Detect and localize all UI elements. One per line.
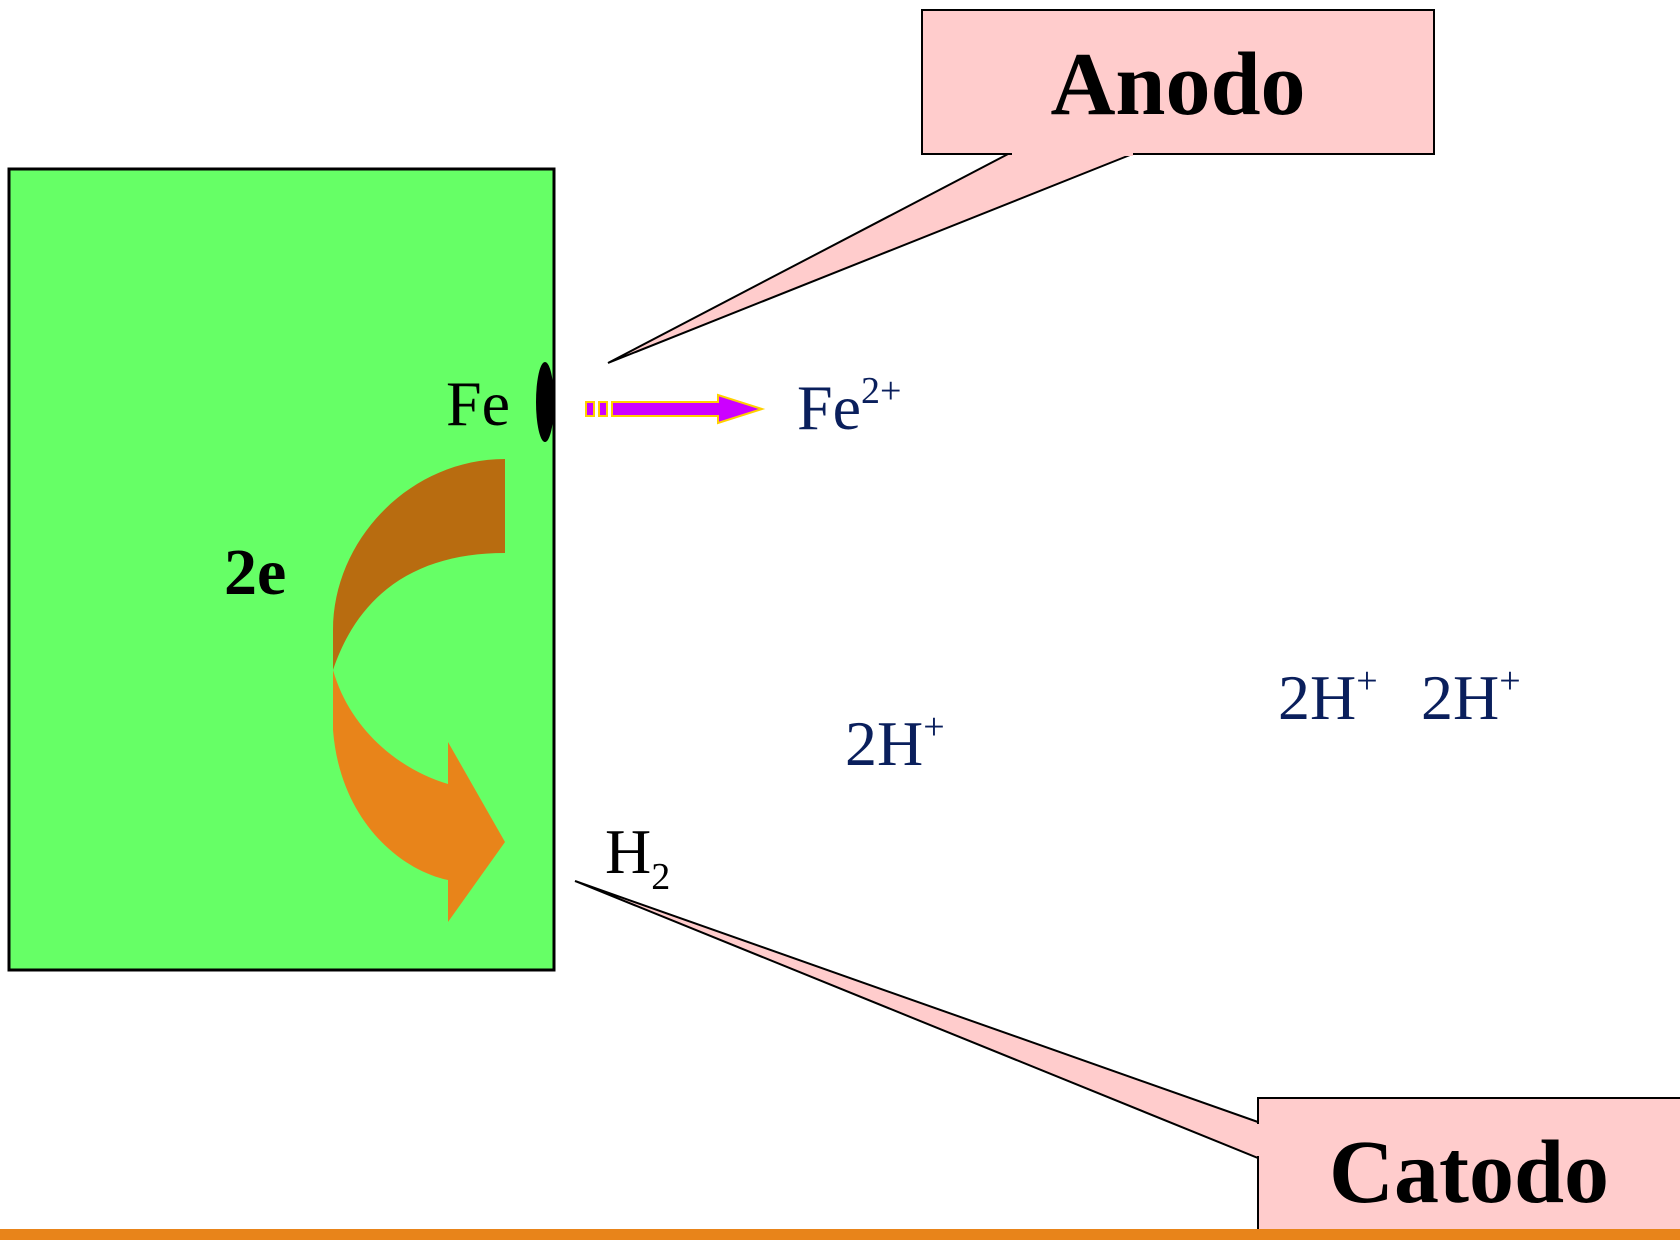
fe-ion-label: Fe2+ bbox=[797, 372, 901, 440]
curved-arrow-icon bbox=[333, 459, 505, 922]
proton-b-charge: + bbox=[1356, 660, 1378, 702]
fe-ion-charge: 2+ bbox=[861, 370, 902, 412]
h2-base: H bbox=[605, 816, 652, 887]
cathode-callout-box bbox=[1257, 1097, 1680, 1240]
cathode-callout-pointer bbox=[574, 880, 1259, 1160]
proton-label-c: 2H+ bbox=[1421, 662, 1521, 730]
proton-a-charge: + bbox=[923, 706, 945, 748]
proton-b-base: 2H bbox=[1278, 662, 1357, 733]
proton-c-charge: + bbox=[1499, 660, 1521, 702]
fe-ion-base: Fe bbox=[797, 372, 861, 443]
anode-callout-label: Anodo bbox=[1050, 35, 1306, 134]
h2-label: H2 bbox=[605, 820, 671, 898]
electrons-label: 2e bbox=[224, 536, 287, 609]
cathode-callout-label: Catodo bbox=[1328, 1123, 1610, 1222]
right-arrow-icon bbox=[585, 393, 766, 425]
proton-label-a: 2H+ bbox=[845, 708, 945, 776]
anode-callout-box bbox=[921, 9, 1435, 155]
proton-a-base: 2H bbox=[845, 708, 924, 779]
bottom-bar bbox=[0, 1229, 1680, 1240]
h2-subscript: 2 bbox=[651, 856, 671, 898]
proton-label-b: 2H+ bbox=[1278, 662, 1378, 730]
fe-metal-label: Fe bbox=[446, 368, 510, 439]
proton-c-base: 2H bbox=[1421, 662, 1500, 733]
anode-callout-pointer bbox=[607, 152, 1136, 364]
black-oval-icon bbox=[536, 362, 554, 442]
